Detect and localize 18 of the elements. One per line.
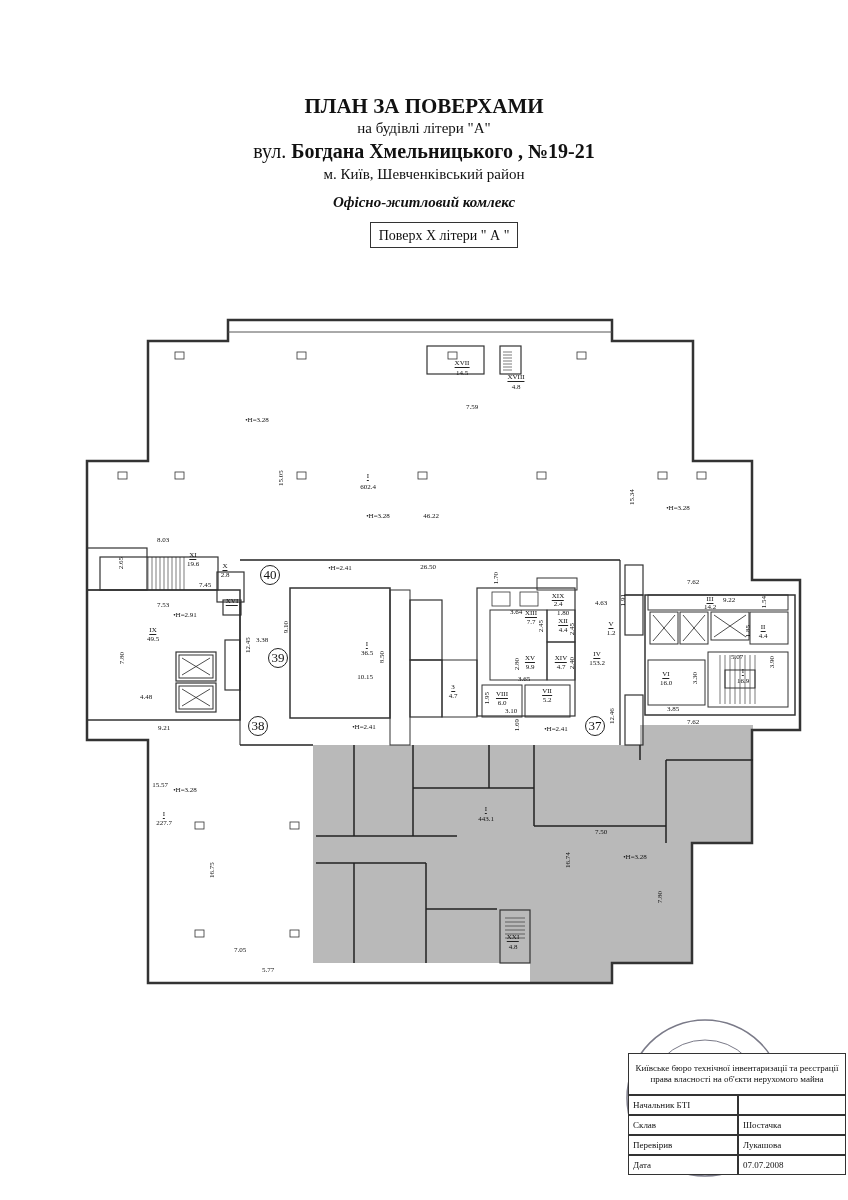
table-header-cell: Київське бюро технічної інвентаризації та реєстрації права власності на об'єкти нерухомого майна — [628, 1053, 846, 1095]
title: ПЛАН ЗА ПОВЕРХАМИ — [303, 94, 545, 119]
table-cell: Дата — [628, 1155, 738, 1175]
table-cell: Шостачка — [738, 1115, 846, 1135]
axis-marker: 38 — [248, 716, 268, 736]
table-cell: 07.07.2008 — [738, 1155, 846, 1175]
table-cell: Лукашова — [738, 1135, 846, 1155]
table-cell: Перевірив — [628, 1135, 738, 1155]
table-cell: Начальник БТІ — [628, 1095, 738, 1115]
subtitle: вул. Богдана Хмельницького , №19-21 — [252, 140, 596, 163]
table-cell: Склав — [628, 1115, 738, 1135]
axis-marker: 37 — [585, 716, 605, 736]
floor-label-box: Поверх X літери " А " — [370, 222, 518, 248]
subtitle: на будівлі літери "А" — [356, 120, 492, 137]
axis-marker: 39 — [268, 648, 288, 668]
subtitle: м. Київ, Шевченківський район — [322, 166, 526, 183]
subtitle: Офісно-житловий комлекс — [331, 194, 517, 211]
axis-marker: 40 — [260, 565, 280, 585]
